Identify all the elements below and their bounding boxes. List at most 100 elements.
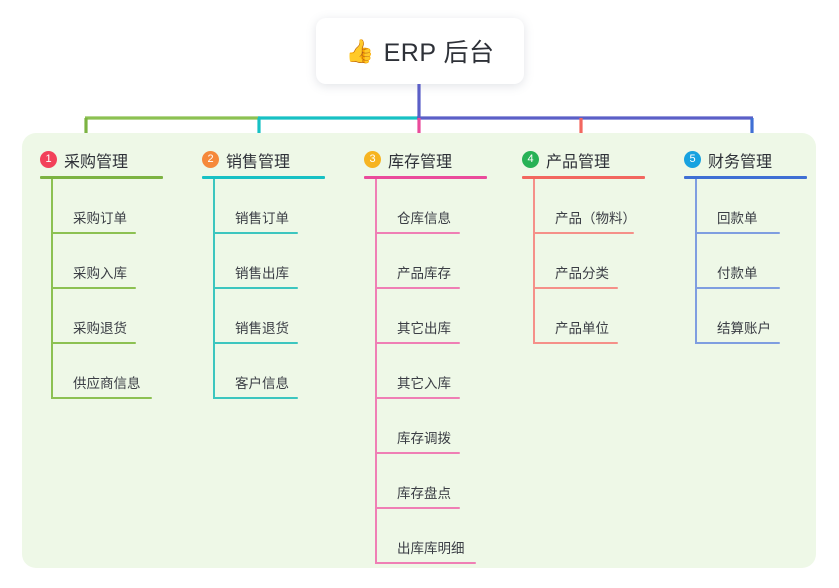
branch-header-purchase[interactable]: 1 采购管理 bbox=[40, 133, 195, 176]
leaf-underline bbox=[375, 397, 460, 399]
leaf-label: 库存调拨 bbox=[397, 431, 451, 447]
leaf-item[interactable]: 回款单 bbox=[695, 179, 839, 234]
leaf-underline bbox=[213, 342, 298, 344]
leaf-label: 结算账户 bbox=[717, 321, 771, 337]
branch-underline bbox=[684, 176, 807, 179]
leaf-item[interactable]: 结算账户 bbox=[695, 289, 839, 344]
leaf-spine bbox=[51, 179, 53, 399]
leaf-list: 销售订单销售出库销售退货客户信息 bbox=[202, 179, 357, 399]
branch-header-product[interactable]: 4 产品管理 bbox=[522, 133, 677, 176]
branch-title: 销售管理 bbox=[226, 153, 291, 171]
leaf-label: 销售订单 bbox=[235, 211, 289, 227]
leaf-underline bbox=[375, 507, 460, 509]
leaf-underline bbox=[51, 287, 136, 289]
leaf-label: 其它出库 bbox=[397, 321, 451, 337]
leaf-item[interactable]: 产品（物料） bbox=[533, 179, 677, 234]
branch-columns: 1 采购管理采购订单采购入库采购退货供应商信息 2 销售管理销售订单销售出库销售退货客… bbox=[22, 133, 816, 568]
leaf-item[interactable]: 产品单位 bbox=[533, 289, 677, 344]
leaf-label: 其它入库 bbox=[397, 376, 451, 392]
leaf-underline bbox=[375, 287, 460, 289]
leaf-label: 客户信息 bbox=[235, 376, 289, 392]
leaf-item[interactable]: 供应商信息 bbox=[51, 344, 195, 399]
leaf-label: 产品单位 bbox=[555, 321, 609, 337]
leaf-underline bbox=[533, 232, 634, 234]
leaf-item[interactable]: 采购订单 bbox=[51, 179, 195, 234]
leaf-label: 产品库存 bbox=[397, 266, 451, 282]
leaf-underline bbox=[213, 287, 298, 289]
leaf-underline bbox=[533, 342, 618, 344]
branch-title: 产品管理 bbox=[546, 153, 611, 171]
leaf-label: 回款单 bbox=[717, 211, 758, 227]
leaf-item[interactable]: 产品分类 bbox=[533, 234, 677, 289]
branch-column-sales: 2 销售管理销售订单销售出库销售退货客户信息 bbox=[202, 133, 357, 399]
leaf-item[interactable]: 付款单 bbox=[695, 234, 839, 289]
leaf-list: 产品（物料） 产品分类产品单位 bbox=[522, 179, 677, 344]
leaf-spine bbox=[375, 179, 377, 564]
leaf-item[interactable]: 其它入库 bbox=[375, 344, 519, 399]
leaf-underline bbox=[51, 232, 136, 234]
leaf-label: 仓库信息 bbox=[397, 211, 451, 227]
leaf-list: 仓库信息产品库存其它出库其它入库库存调拨库存盘点出库库明细 bbox=[364, 179, 519, 564]
leaf-label: 采购入库 bbox=[73, 266, 127, 282]
branch-number-badge: 2 bbox=[202, 151, 219, 168]
leaf-underline bbox=[51, 397, 152, 399]
leaf-list: 采购订单采购入库采购退货供应商信息 bbox=[40, 179, 195, 399]
leaf-spine bbox=[533, 179, 535, 344]
leaf-underline bbox=[375, 452, 460, 454]
leaf-item[interactable]: 客户信息 bbox=[213, 344, 357, 399]
branch-header-inventory[interactable]: 3 库存管理 bbox=[364, 133, 519, 176]
leaf-spine bbox=[213, 179, 215, 399]
leaf-underline bbox=[375, 232, 460, 234]
branch-title: 财务管理 bbox=[708, 153, 773, 171]
leaf-item[interactable]: 销售退货 bbox=[213, 289, 357, 344]
branch-underline bbox=[364, 176, 487, 179]
leaf-spine bbox=[695, 179, 697, 344]
leaf-item[interactable]: 产品库存 bbox=[375, 234, 519, 289]
branch-underline bbox=[202, 176, 325, 179]
leaf-label: 供应商信息 bbox=[73, 376, 141, 392]
branch-title: 库存管理 bbox=[388, 153, 453, 171]
leaf-item[interactable]: 出库库明细 bbox=[375, 509, 519, 564]
leaf-item[interactable]: 销售订单 bbox=[213, 179, 357, 234]
leaf-underline bbox=[213, 232, 298, 234]
branch-number-badge: 1 bbox=[40, 151, 57, 168]
leaf-label: 库存盘点 bbox=[397, 486, 451, 502]
leaf-underline bbox=[695, 342, 780, 344]
leaf-underline bbox=[695, 232, 780, 234]
branch-number-badge: 4 bbox=[522, 151, 539, 168]
thumbs-up-icon: 👍 bbox=[345, 37, 375, 64]
leaf-label: 付款单 bbox=[717, 266, 758, 282]
leaf-label: 产品分类 bbox=[555, 266, 609, 282]
leaf-underline bbox=[51, 342, 136, 344]
leaf-item[interactable]: 仓库信息 bbox=[375, 179, 519, 234]
branch-column-purchase: 1 采购管理采购订单采购入库采购退货供应商信息 bbox=[40, 133, 195, 399]
leaf-item[interactable]: 其它出库 bbox=[375, 289, 519, 344]
branch-column-product: 4 产品管理产品（物料） 产品分类产品单位 bbox=[522, 133, 677, 344]
branch-title: 采购管理 bbox=[64, 153, 129, 171]
leaf-label: 产品（物料） bbox=[555, 211, 636, 227]
root-title: 👍 ERP 后台 bbox=[345, 33, 494, 69]
leaf-underline bbox=[375, 342, 460, 344]
leaf-label: 采购订单 bbox=[73, 211, 127, 227]
leaf-item[interactable]: 销售出库 bbox=[213, 234, 357, 289]
root-title-text: ERP 后台 bbox=[383, 39, 495, 67]
branch-number-badge: 3 bbox=[364, 151, 381, 168]
branches-panel bbox=[22, 133, 816, 568]
leaf-label: 出库库明细 bbox=[397, 541, 465, 557]
leaf-underline bbox=[213, 397, 298, 399]
branch-header-finance[interactable]: 5 财务管理 bbox=[684, 133, 839, 176]
leaf-item[interactable]: 采购退货 bbox=[51, 289, 195, 344]
root-node-card[interactable]: 👍 ERP 后台 bbox=[316, 18, 524, 84]
leaf-item[interactable]: 采购入库 bbox=[51, 234, 195, 289]
leaf-label: 销售出库 bbox=[235, 266, 289, 282]
leaf-list: 回款单付款单结算账户 bbox=[684, 179, 839, 344]
leaf-underline bbox=[533, 287, 618, 289]
leaf-label: 采购退货 bbox=[73, 321, 127, 337]
leaf-item[interactable]: 库存调拨 bbox=[375, 399, 519, 454]
leaf-item[interactable]: 库存盘点 bbox=[375, 454, 519, 509]
branch-number-badge: 5 bbox=[684, 151, 701, 168]
leaf-label: 销售退货 bbox=[235, 321, 289, 337]
branch-underline bbox=[40, 176, 163, 179]
branch-header-sales[interactable]: 2 销售管理 bbox=[202, 133, 357, 176]
